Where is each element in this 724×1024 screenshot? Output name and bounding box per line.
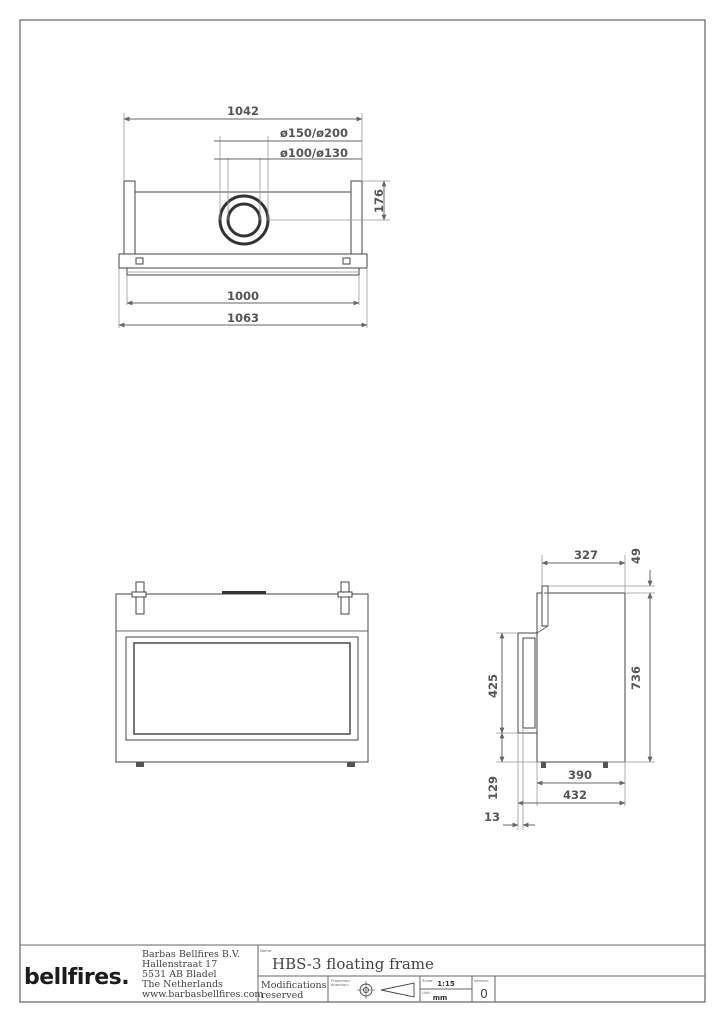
company-name: Barbas Bellfires B.V. bbox=[142, 949, 240, 960]
name-label: Name: bbox=[260, 948, 272, 953]
projection-label-2: direction: bbox=[331, 982, 349, 987]
dim-side-lip: 49 bbox=[629, 548, 643, 564]
front-view bbox=[115, 581, 369, 767]
version-label: Version: bbox=[474, 978, 489, 983]
projection-symbol-icon bbox=[357, 981, 415, 999]
dim-flue-inner: ø100/ø130 bbox=[280, 146, 348, 160]
dim-inner-width: 1000 bbox=[227, 289, 259, 303]
company-logo: bellfires. bbox=[24, 965, 129, 990]
sheet-border bbox=[19, 19, 706, 1003]
dim-height-base: 129 bbox=[486, 776, 500, 800]
dim-side-top: 327 bbox=[574, 548, 598, 562]
scale-label: Scale: bbox=[422, 978, 434, 983]
scale-value: 1:15 bbox=[437, 980, 455, 988]
dim-flue-offset: 176 bbox=[372, 189, 386, 213]
modifications-line-1: Modifications bbox=[261, 980, 327, 991]
top-view: 1042 ø150/ø200 ø100/ø130 176 1000 1063 bbox=[118, 104, 390, 328]
dim-top-width: 1042 bbox=[227, 104, 259, 118]
dim-height-total: 736 bbox=[629, 666, 643, 690]
dim-outer-width: 1063 bbox=[227, 311, 259, 325]
unit-label: Unit: bbox=[422, 990, 431, 995]
side-view: 327 49 736 425 129 390 432 13 bbox=[484, 548, 655, 830]
version-value: 0 bbox=[480, 987, 488, 1001]
title-block: bellfires. Barbas Bellfires B.V. Hallens… bbox=[20, 944, 705, 1002]
unit-value: mm bbox=[433, 994, 448, 1002]
glass-panel bbox=[133, 642, 351, 735]
flue-inner-circle bbox=[226, 202, 262, 238]
dim-flue-outer: ø150/ø200 bbox=[280, 126, 348, 140]
company-website: www.barbasbellfires.com bbox=[142, 989, 263, 1000]
company-country: The Netherlands bbox=[142, 979, 223, 990]
dim-front-offset: 13 bbox=[484, 810, 500, 824]
product-name: HBS-3 floating frame bbox=[272, 955, 434, 973]
company-street: Hallenstraat 17 bbox=[142, 959, 217, 970]
dim-depth-2: 432 bbox=[563, 788, 587, 802]
projection-label-1: Projection bbox=[331, 978, 350, 983]
company-city: 5531 AB Bladel bbox=[142, 969, 216, 980]
modifications-line-2: reserved bbox=[261, 990, 303, 1001]
dim-depth-1: 390 bbox=[568, 768, 592, 782]
dim-height-glass: 425 bbox=[486, 674, 500, 698]
